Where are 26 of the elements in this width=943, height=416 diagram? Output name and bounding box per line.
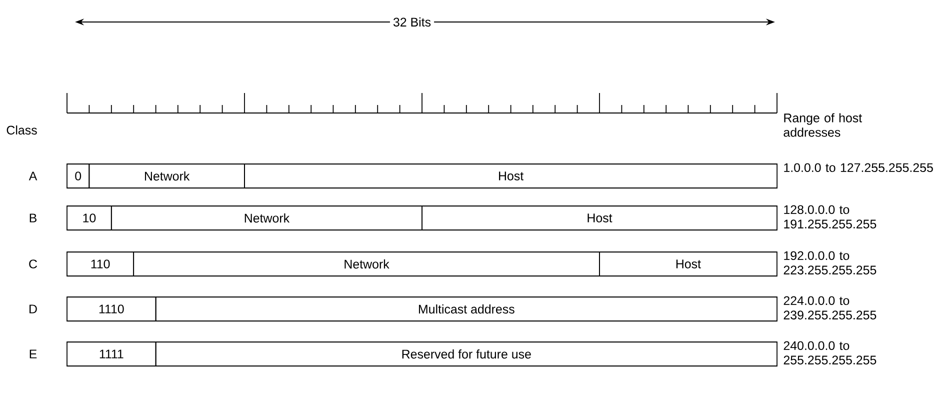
field-cell: 10 — [66, 206, 112, 230]
column-heading: Range of host addresses — [784, 113, 862, 137]
field-cell: Host — [599, 252, 778, 276]
class-letter: E — [30, 350, 37, 358]
column-heading: Class — [6, 125, 37, 135]
dimension-label: 32 Bits — [390, 14, 434, 30]
address-range: 1.0.0.0 to 127.255.255.255 — [784, 163, 933, 172]
class-letter: D — [30, 304, 37, 314]
field-cell: Network — [133, 252, 600, 276]
address-range: 192.0.0.0 to 223.255.255.255 — [784, 251, 876, 274]
address-range: 240.0.0.0 to 255.255.255.255 — [784, 341, 876, 364]
field-cell: 1111 — [66, 342, 156, 366]
field-cell: Network — [88, 164, 245, 188]
address-range: 128.0.0.0 to 191.255.255.255 — [784, 205, 876, 228]
field-cell: 0 — [66, 164, 90, 188]
field-cell: Host — [422, 206, 778, 230]
address-range: 224.0.0.0 to 239.255.255.255 — [784, 296, 876, 320]
class-letter: A — [28, 172, 38, 180]
field-cell: Multicast address — [155, 296, 778, 322]
field-cell: 110 — [66, 252, 134, 276]
class-letter: C — [29, 260, 38, 268]
field-cell: Network — [110, 206, 422, 230]
class-letter: B — [30, 214, 36, 222]
field-cell: Host — [244, 164, 778, 188]
field-cell: 1110 — [66, 296, 156, 322]
field-cell: Reserved for future use — [155, 342, 778, 366]
